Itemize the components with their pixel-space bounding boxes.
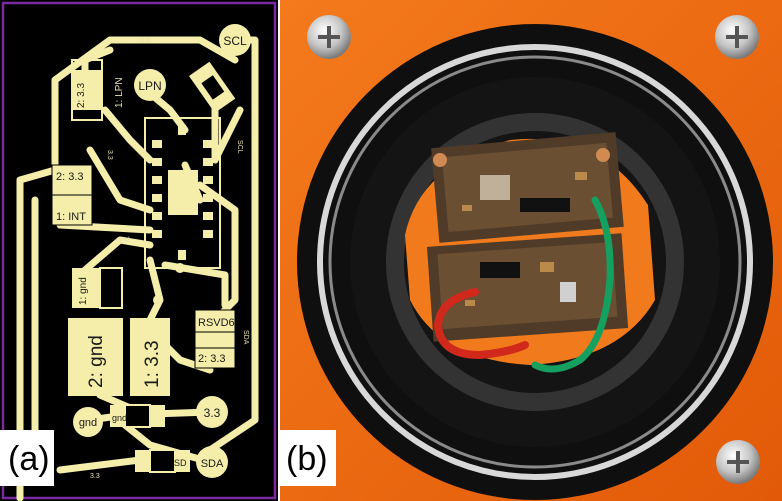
silk-label: gnd: [118, 237, 130, 244]
gnd-small-label: 1: gnd: [78, 277, 89, 305]
red-wire: [433, 288, 529, 360]
ic-thermal-pad: [168, 170, 198, 215]
pad-gnd-label: gnd: [79, 417, 97, 429]
ic-pads: [152, 125, 213, 260]
rsvd6-label: RSVD6: [198, 317, 235, 329]
silk-label: SDA: [242, 330, 249, 345]
component-r-top: [188, 61, 236, 113]
screw-icon: [307, 15, 351, 59]
rsvd6-bottom-label: 2: 3.3: [198, 353, 226, 365]
panel-b-label: (b): [278, 430, 336, 486]
via: [153, 295, 163, 305]
round-pads: SCL LPN gnd 3.3 SDA: [73, 24, 251, 478]
green-wire: [531, 196, 614, 373]
silk-label: 3.3: [106, 150, 113, 160]
silkscreen-labels: 3.3 3.3 gnd SDA SCL 3.3: [90, 37, 249, 480]
silk-label: 3.3: [90, 473, 100, 480]
pad-3v3: [196, 396, 228, 428]
small-gnd-label: gnd: [112, 413, 127, 423]
component-c1: 2: 3.3 1: LPN: [71, 59, 125, 121]
screw-icon: [715, 15, 759, 59]
component-r-sd: SD: [135, 449, 190, 473]
pad-sda: [196, 446, 228, 478]
big-right-label: 1: 3.3: [142, 340, 163, 388]
c1-top-label: 2: 3.3: [76, 83, 87, 108]
component-rsvd6: RSVD6 2: 3.3: [194, 309, 236, 369]
pad-gnd: [73, 407, 103, 437]
small-sd-label: SD: [174, 458, 187, 468]
pad-3v3-label: 3.3: [204, 406, 221, 420]
chrome-ring: [317, 44, 753, 480]
pad-scl-label: SCL: [223, 34, 247, 48]
silk-label: 3.3: [140, 37, 150, 44]
pad-lpn: [134, 69, 166, 101]
silk-label: SCL: [236, 140, 243, 154]
component-r-gnd: gnd: [110, 404, 165, 428]
chrome-ring-inner: [328, 55, 742, 469]
int-top-label: 2: 3.3: [56, 171, 84, 183]
c1-bottom-label: 1: LPN: [114, 77, 125, 108]
component-int: 2: 3.3 1: INT: [51, 164, 93, 226]
pad-lpn-label: LPN: [138, 79, 161, 93]
panel-a-pcb-layout: SCL LPN gnd 3.3 SDA 2: 3.3 1: LPN 2: 3.3…: [0, 0, 278, 501]
pcb-board-outline: [1, 1, 277, 500]
component-large-cap: 2: gnd 1: 3.3: [68, 318, 170, 396]
panel-b-photo: [280, 0, 782, 501]
pcb-lower: [426, 233, 629, 342]
int-bottom-label: 1: INT: [56, 211, 86, 223]
panel-a-label: (a): [0, 430, 54, 486]
pad-sda-label: SDA: [201, 458, 224, 470]
via: [175, 263, 185, 273]
screw-icon: [716, 440, 760, 484]
big-left-label: 2: gnd: [86, 335, 107, 388]
component-small-gnd: 1: gnd: [72, 267, 123, 309]
pad-scl: [219, 24, 251, 56]
inner-rim: [386, 113, 684, 411]
pcb-upper: [431, 132, 624, 243]
